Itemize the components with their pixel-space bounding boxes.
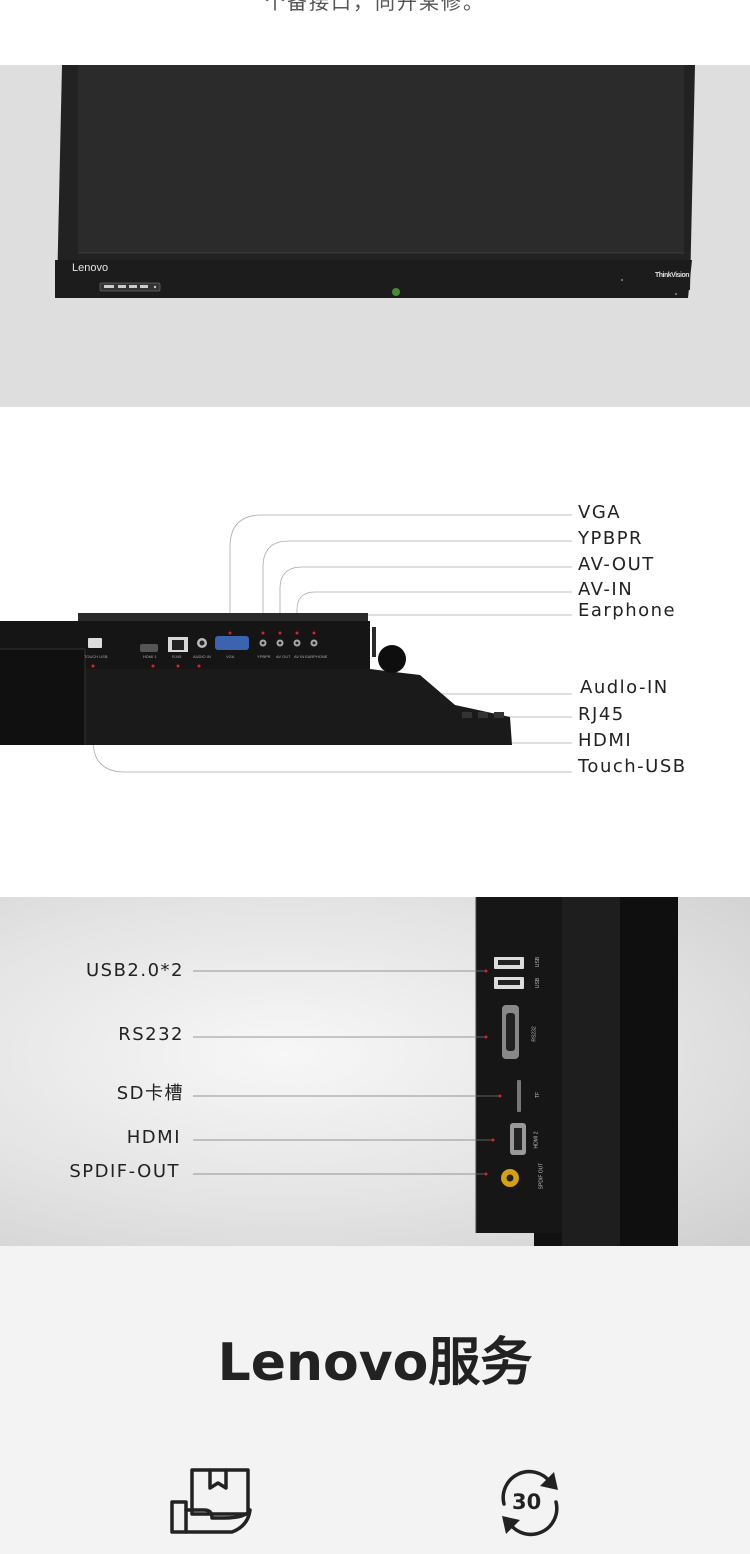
- hdmi1-port: [140, 644, 158, 652]
- port-marker-dots: [91, 631, 316, 668]
- return-30-badge: 30: [512, 1490, 542, 1514]
- power-led-icon: [392, 288, 400, 296]
- rear-marker-dots: [484, 969, 502, 1176]
- label-av-out: AV-OUT: [578, 554, 655, 575]
- device-label-vga: VGA: [226, 654, 235, 659]
- rear-leader-lines: [193, 970, 500, 1175]
- monitor-front-illustration: [55, 65, 695, 298]
- lenovo-logo: Lenovo: [72, 262, 109, 274]
- package-hand-icon: [170, 1468, 252, 1534]
- label-av-in: AV-IN: [578, 579, 634, 600]
- label-spdif-out: SPDIF-OUT: [69, 1161, 180, 1182]
- service-title: Lenovo服务: [217, 1333, 533, 1393]
- label-sd-slot: SD卡槽: [116, 1083, 184, 1104]
- knob-icon: [378, 645, 406, 673]
- monitor-front-section: Lenovo ThinkVision: [0, 65, 750, 407]
- device-label-earphone: EARPHONE: [305, 654, 328, 659]
- device-label-av-out: AV OUT: [276, 654, 291, 659]
- label-ypbpr: YPBPR: [578, 528, 644, 549]
- label-touch-usb: Touch-USB: [578, 756, 687, 777]
- rear-ports-section: USB USB RS232 TF HDMI 2 SPDIF OUT USB2.0…: [0, 897, 750, 1246]
- label-hdmi-rear: HDMI: [126, 1127, 181, 1148]
- touch-usb-port: [88, 638, 102, 648]
- device-top-lip: [78, 613, 368, 621]
- vga-port: [215, 636, 249, 650]
- device-label-hdmi1: HDMI 1: [143, 654, 157, 659]
- label-earphone: Earphone: [578, 600, 677, 621]
- service-section: [0, 1246, 750, 1554]
- device-label-usb-1: USB: [535, 956, 542, 968]
- rear-ports-illustration: [193, 897, 678, 1246]
- device-label-av-in: AV IN: [294, 654, 305, 659]
- side-ports-illustration: [0, 514, 572, 773]
- device-label-tf: TF: [535, 1091, 542, 1099]
- device-base: [0, 669, 512, 745]
- device-label-usb-2: USB: [535, 977, 542, 989]
- top-caption: 个备接口，同开某修。: [265, 0, 485, 14]
- device-label-spdif: SPDIF OUT: [538, 1162, 545, 1190]
- device-label-audio-in: AUDIO IN: [193, 654, 211, 659]
- device-label-rj45: RJ45: [172, 654, 182, 659]
- label-usb20: USB2.0*2: [85, 960, 184, 981]
- label-rj45: RJ45: [578, 704, 625, 725]
- label-vga: VGA: [578, 502, 622, 523]
- thinkvision-logo: ThinkVision: [655, 272, 690, 279]
- label-rs232: RS232: [118, 1024, 184, 1045]
- side-ports-section: TOUCH USB HDMI 1 RJ45 AUDIO IN VGA YPBPR…: [0, 407, 750, 897]
- rear-panel: [476, 897, 562, 1233]
- device-label-ypbpr: YPBPR: [257, 654, 271, 659]
- label-audio-in: Audlo-IN: [580, 677, 669, 698]
- return-30-icon: [501, 1469, 559, 1537]
- device-label-rs232: RS232: [531, 1026, 538, 1042]
- monitor-screen: [78, 65, 684, 253]
- sd-slot: [517, 1080, 521, 1112]
- device-label-touch-usb: TOUCH USB: [84, 654, 108, 659]
- monitor-chin: [55, 260, 692, 298]
- device-label-hdmi2: HDMI 2: [533, 1131, 540, 1149]
- label-hdmi: HDMI: [578, 730, 633, 751]
